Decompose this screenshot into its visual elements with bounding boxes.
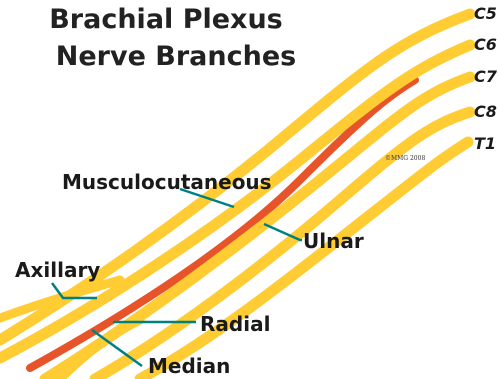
- label-median: Median: [148, 354, 230, 378]
- label-ulnar: Ulnar: [303, 229, 364, 253]
- root-label-c6: C6: [474, 35, 497, 54]
- label-musculocutaneous: Musculocutaneous: [62, 170, 272, 194]
- label-radial: Radial: [200, 312, 270, 336]
- label-axillary: Axillary: [15, 258, 100, 282]
- root-label-c7: C7: [474, 67, 498, 86]
- title-line-2: Nerve Branches: [56, 41, 296, 72]
- root-label-c5: C5: [474, 4, 497, 23]
- root-label-c8: C8: [474, 102, 497, 121]
- copyright-text: ©MMG 2008: [385, 155, 425, 162]
- title-line-1: Brachial Plexus: [49, 4, 283, 35]
- root-label-t1: T1: [474, 134, 496, 153]
